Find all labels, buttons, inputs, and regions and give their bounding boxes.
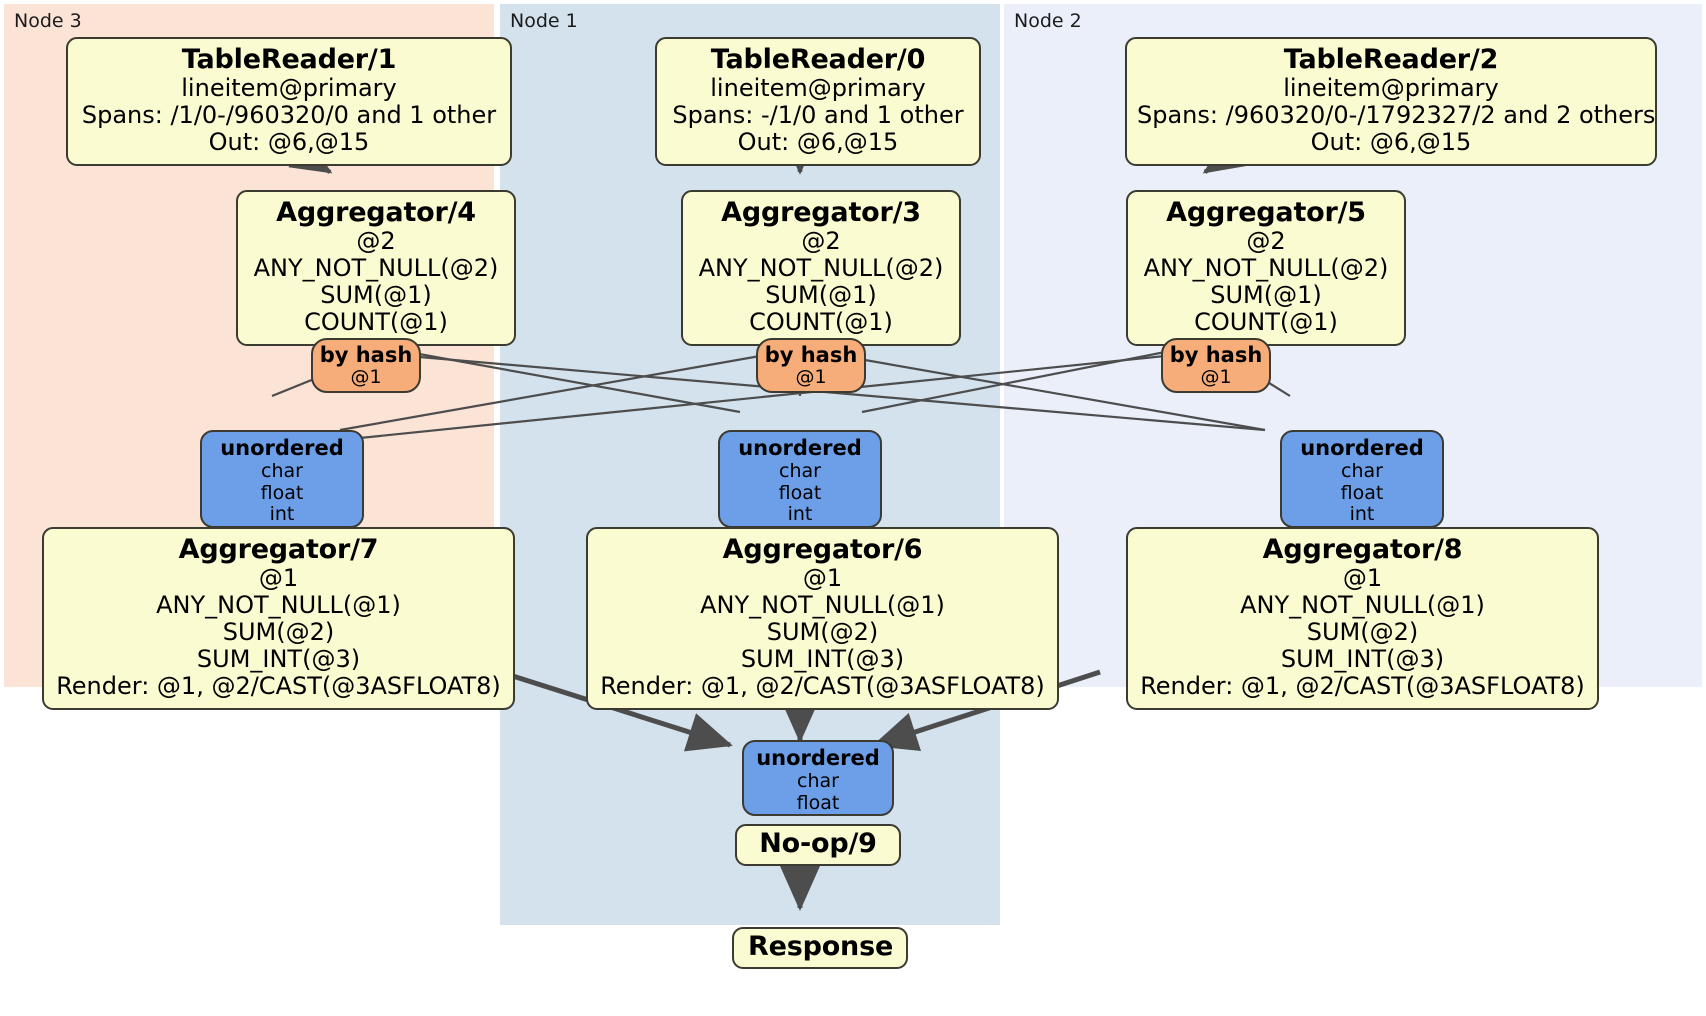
processor-line: ANY_NOT_NULL(@2) [1143,254,1389,283]
router-title: by hash [1169,343,1263,367]
processor-aggregator-6[interactable]: Aggregator/6 @1 ANY_NOT_NULL(@1) SUM(@2)… [586,527,1059,710]
router-title: by hash [764,343,858,367]
processor-line: Render: @1, @2/CAST(@3ASFLOAT8) [56,671,501,700]
processor-line: lineitem@primary [710,74,926,103]
processor-aggregator-5[interactable]: Aggregator/5 @2 ANY_NOT_NULL(@2) SUM(@1)… [1126,190,1406,346]
processor-line: @2 [801,227,841,256]
processor-no-op-9[interactable]: No-op/9 [735,824,901,867]
router-unordered-center[interactable]: unordered char float int [718,430,882,528]
processor-title: TableReader/0 [710,44,926,75]
processor-line: Render: @1, @2/CAST(@3ASFLOAT8) [1140,671,1585,700]
processor-aggregator-8[interactable]: Aggregator/8 @1 ANY_NOT_NULL(@1) SUM(@2)… [1126,527,1599,710]
router-line: float [796,791,840,814]
router-line: @1 [795,366,827,389]
node-region-label: Node 2 [1014,10,1082,32]
processor-line: COUNT(@1) [1194,307,1338,336]
router-line: int [1349,503,1375,526]
processor-line: lineitem@primary [1283,74,1499,103]
router-line: char [797,769,839,792]
processor-line: Spans: /960320/0-/1792327/2 and 2 others [1137,101,1656,130]
processor-table-reader-2[interactable]: TableReader/2 lineitem@primary Spans: /9… [1125,37,1657,166]
router-by-hash-left[interactable]: by hash @1 [311,338,421,393]
router-line: char [779,459,821,482]
processor-line: @1 [1342,564,1383,593]
router-line: char [261,459,303,482]
processor-line: COUNT(@1) [304,307,448,336]
router-title: unordered [756,746,880,770]
router-line: float [1340,481,1384,504]
processor-line: ANY_NOT_NULL(@2) [253,254,499,283]
processor-line: @1 [802,564,843,593]
processor-line: @2 [356,227,396,256]
processor-aggregator-7[interactable]: Aggregator/7 @1 ANY_NOT_NULL(@1) SUM(@2)… [42,527,515,710]
processor-line: ANY_NOT_NULL(@1) [1240,591,1485,620]
processor-title: Aggregator/3 [721,197,921,228]
processor-table-reader-1[interactable]: TableReader/1 lineitem@primary Spans: /1… [66,37,512,166]
router-unordered-left[interactable]: unordered char float int [200,430,364,528]
node-region-label: Node 1 [510,10,578,32]
processor-title: No-op/9 [759,828,877,859]
processor-table-reader-0[interactable]: TableReader/0 lineitem@primary Spans: -/… [655,37,981,166]
processor-line: SUM(@1) [320,280,432,309]
router-line: float [778,481,822,504]
processor-line: ANY_NOT_NULL(@2) [698,254,944,283]
processor-title: Aggregator/7 [178,534,379,565]
processor-line: @2 [1246,227,1286,256]
processor-line: Spans: -/1/0 and 1 other [672,101,964,130]
router-title: by hash [319,343,413,367]
processor-line: Out: @6,@15 [737,127,899,156]
processor-title: TableReader/1 [181,44,397,75]
router-line: int [269,503,295,526]
router-unordered-final[interactable]: unordered char float [742,740,894,816]
processor-line: SUM(@2) [1306,617,1419,646]
processor-title: Aggregator/6 [722,534,923,565]
processor-title: TableReader/2 [1283,44,1499,75]
processor-aggregator-4[interactable]: Aggregator/4 @2 ANY_NOT_NULL(@2) SUM(@1)… [236,190,516,346]
processor-line: Out: @6,@15 [208,127,370,156]
router-title: unordered [220,436,344,460]
processor-line: Spans: /1/0-/960320/0 and 1 other [81,101,497,130]
processor-line: Out: @6,@15 [1310,127,1472,156]
processor-line: lineitem@primary [181,74,397,103]
processor-line: ANY_NOT_NULL(@1) [700,591,945,620]
processor-line: @1 [258,564,299,593]
processor-title: Aggregator/4 [276,197,476,228]
router-line: char [1341,459,1383,482]
processor-line: SUM(@1) [765,280,877,309]
router-title: unordered [738,436,862,460]
router-line: @1 [350,366,382,389]
processor-title: Aggregator/8 [1262,534,1463,565]
router-by-hash-right[interactable]: by hash @1 [1161,338,1271,393]
router-title: unordered [1300,436,1424,460]
processor-aggregator-3[interactable]: Aggregator/3 @2 ANY_NOT_NULL(@2) SUM(@1)… [681,190,961,346]
processor-line: ANY_NOT_NULL(@1) [156,591,401,620]
node-region-label: Node 3 [14,10,82,32]
router-line: @1 [1200,366,1232,389]
processor-line: Render: @1, @2/CAST(@3ASFLOAT8) [600,671,1045,700]
processor-title: Aggregator/5 [1166,197,1366,228]
router-line: float [260,481,304,504]
processor-line: SUM(@2) [222,617,335,646]
processor-response[interactable]: Response [732,927,908,970]
router-unordered-right[interactable]: unordered char float int [1280,430,1444,528]
processor-line: SUM_INT(@3) [1280,644,1445,673]
processor-line: SUM(@1) [1210,280,1322,309]
processor-line: SUM_INT(@3) [740,644,905,673]
processor-line: SUM_INT(@3) [196,644,361,673]
router-line: int [787,503,813,526]
processor-title: Response [748,931,894,962]
router-by-hash-center[interactable]: by hash @1 [756,338,866,393]
processor-line: COUNT(@1) [749,307,893,336]
processor-line: SUM(@2) [766,617,879,646]
